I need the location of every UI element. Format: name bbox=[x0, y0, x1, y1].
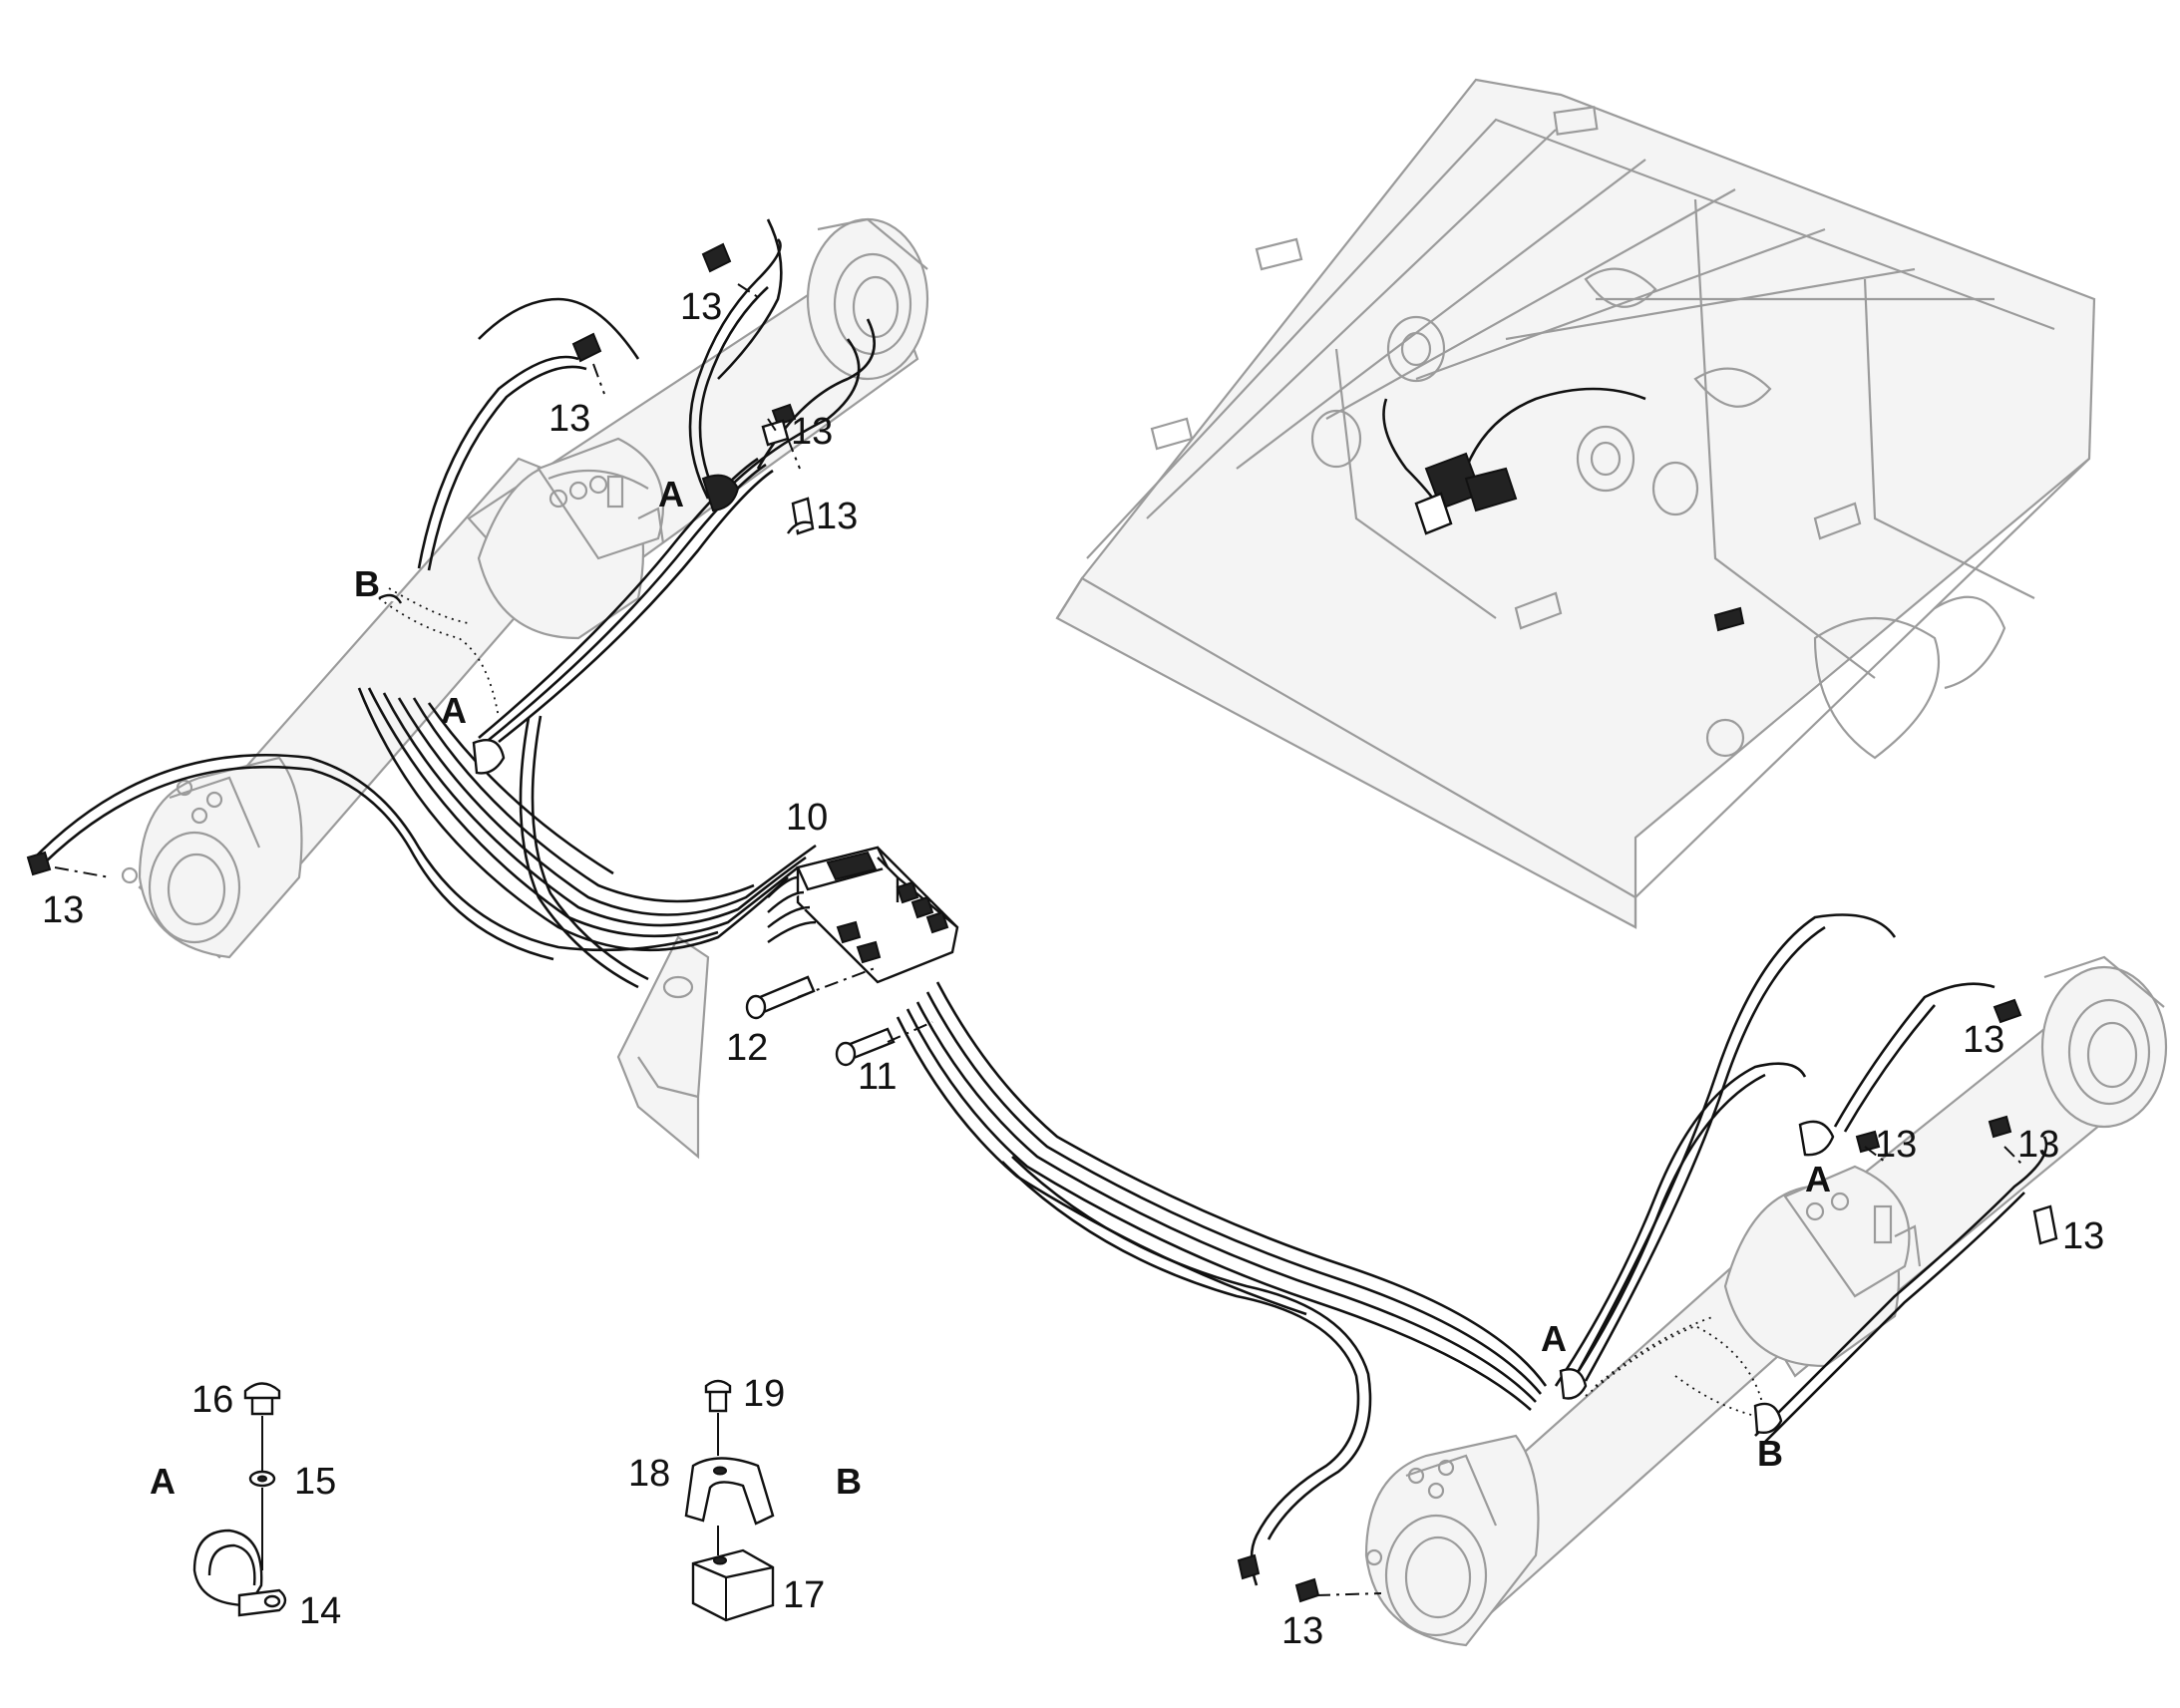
machine-frame bbox=[1055, 78, 2096, 929]
callout-19: 19 bbox=[743, 1373, 785, 1415]
leader-lines bbox=[54, 283, 2025, 1596]
marker-a-lower: A bbox=[1541, 1318, 1567, 1359]
callout-16: 16 bbox=[191, 1379, 233, 1421]
marker-b-upper: B bbox=[354, 563, 380, 604]
callout-13-right-fitting: 13 bbox=[2017, 1124, 2059, 1166]
hydraulic-hoses bbox=[29, 218, 2048, 1586]
callout-15: 15 bbox=[294, 1461, 336, 1503]
bolt-11 bbox=[835, 1027, 896, 1067]
callout-13-right-lower: 13 bbox=[2062, 1215, 2104, 1257]
callout-13-top: 13 bbox=[680, 286, 722, 328]
hidden-hose-paths bbox=[378, 587, 1766, 1417]
callout-13-upper-right: 13 bbox=[816, 496, 858, 537]
callout-13-upper-left: 13 bbox=[548, 398, 590, 440]
callout-13-left: 13 bbox=[42, 889, 84, 931]
bolt-12 bbox=[745, 975, 816, 1020]
marker-a-left: A bbox=[441, 690, 467, 731]
marker-b-lower: B bbox=[1757, 1433, 1783, 1474]
left-hydraulic-cylinder bbox=[121, 217, 929, 959]
marker-a-detail: A bbox=[150, 1461, 176, 1502]
callout-17: 17 bbox=[783, 1574, 825, 1616]
callout-12: 12 bbox=[726, 1027, 768, 1069]
valve-block bbox=[767, 846, 959, 984]
right-hydraulic-cylinder bbox=[1364, 955, 2168, 1647]
marker-a-right: A bbox=[1805, 1159, 1831, 1199]
detail-a-clamp bbox=[192, 1382, 287, 1617]
callout-11: 11 bbox=[858, 1056, 897, 1098]
callout-13-right-mid: 13 bbox=[1875, 1124, 1917, 1166]
callout-13-right-top: 13 bbox=[1963, 1019, 2004, 1061]
section-markers: A B A A A B A B bbox=[150, 474, 1831, 1502]
mounting-bracket bbox=[616, 935, 710, 1160]
detail-b-clamp bbox=[684, 1379, 775, 1622]
hose-clamps bbox=[378, 474, 1835, 1435]
marker-a-upper: A bbox=[658, 474, 684, 514]
callout-14: 14 bbox=[299, 1590, 341, 1632]
callout-labels: 13 13 13 13 13 10 12 11 13 13 13 13 13 1… bbox=[42, 286, 2104, 1652]
callout-18: 18 bbox=[628, 1453, 670, 1495]
callout-10: 10 bbox=[786, 797, 828, 839]
callout-13-bottom: 13 bbox=[1281, 1610, 1323, 1652]
callout-13-upper-mid: 13 bbox=[791, 411, 833, 453]
marker-b-detail: B bbox=[836, 1461, 862, 1502]
